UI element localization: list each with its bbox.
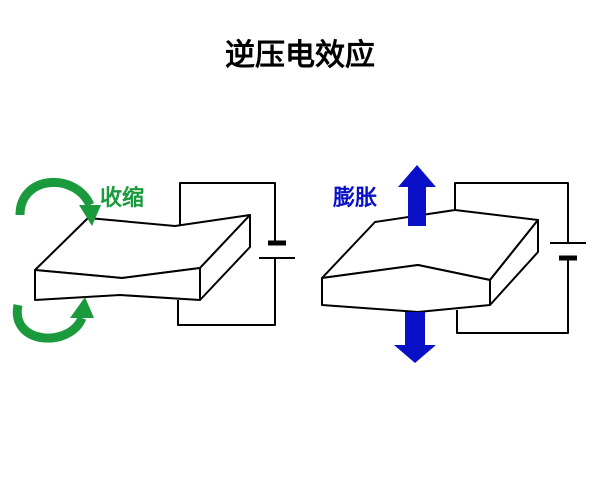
diagram-title: 逆压电效应 [225,38,375,73]
contraction-label: 收缩 [100,186,145,211]
top-arrow-head [79,205,101,226]
right-slab-side [489,219,539,306]
bottom-curved-arrow [12,304,87,343]
top-curved-arrow [15,178,95,216]
expansion-label: 膨胀 [333,186,378,211]
contraction-arrows [12,178,101,343]
right-circuit-wire-top [454,182,569,243]
left-circuit-wire-top [179,182,276,243]
left-circuit-wire-bottom [177,258,276,326]
expansion-arrows [394,165,436,363]
contraction-illustration [34,182,295,326]
bottom-arrow-head [70,297,94,318]
up-arrow [398,165,436,226]
down-arrow [394,312,436,363]
left-slab-side [199,214,251,301]
right-circuit-wire-bottom [456,258,569,334]
expansion-illustration [321,182,586,334]
